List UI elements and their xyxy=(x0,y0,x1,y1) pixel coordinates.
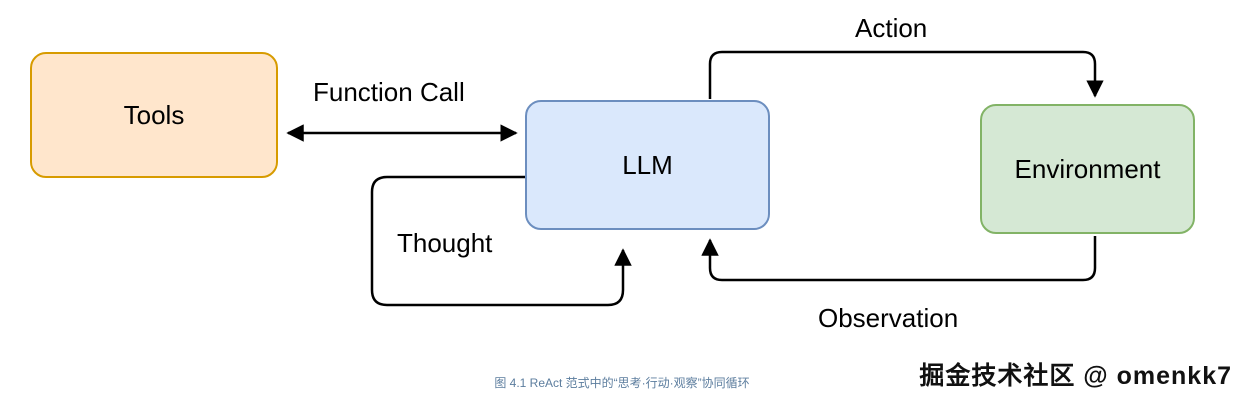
edge-label-action: Action xyxy=(855,13,928,43)
node-environment-label: Environment xyxy=(1014,153,1161,184)
watermark: 掘金技术社区 @ omenkk7 xyxy=(919,362,1232,390)
edge-label-thought: Thought xyxy=(397,228,493,258)
observation-arrow xyxy=(701,236,1097,282)
node-environment: Environment xyxy=(980,104,1195,234)
edge-label-observation: Observation xyxy=(818,303,959,333)
node-tools: Tools xyxy=(30,52,278,178)
figure-caption: 图 4.1 ReAct 范式中的“思考·行动·观察”协同循环 xyxy=(494,376,750,390)
node-llm: LLM xyxy=(525,100,770,230)
edge-label-function-call: Function Call xyxy=(313,77,465,107)
node-tools-label: Tools xyxy=(123,99,185,130)
action-arrow xyxy=(708,50,1104,99)
node-llm-label: LLM xyxy=(622,149,673,180)
